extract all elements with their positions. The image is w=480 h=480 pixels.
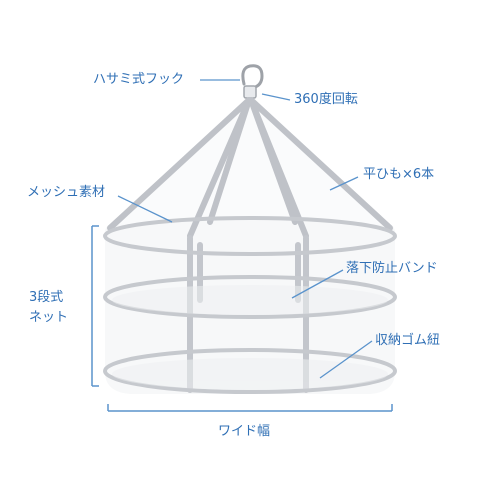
- hanger-hook-icon: [241, 64, 264, 99]
- label-tiers-line2: ネット: [29, 310, 69, 325]
- label-fall-band: 落下防止バンド: [346, 261, 438, 276]
- label-width: ワイド幅: [218, 424, 271, 439]
- label-hook: ハサミ式フック: [93, 72, 185, 87]
- rim-bottom: [103, 348, 397, 394]
- tier-bracket: [91, 225, 99, 387]
- label-tiers-line1: 3段式: [29, 290, 64, 305]
- tier-shading: [112, 285, 388, 390]
- label-mesh: メッシュ素材: [27, 185, 106, 200]
- label-swivel: 360度回転: [294, 92, 358, 107]
- leader-lines: [117, 79, 373, 379]
- cone-mesh: [108, 100, 392, 226]
- width-bracket: [107, 404, 393, 412]
- leader-mesh: [117, 195, 173, 223]
- tier-rims: [103, 216, 397, 394]
- rim-top: [103, 216, 397, 256]
- leader-cord: [319, 340, 373, 379]
- leader-straps: [329, 176, 359, 191]
- leader-band: [291, 269, 344, 299]
- label-straps: 平ひも×6本: [363, 167, 435, 182]
- straps: [107, 97, 393, 239]
- label-storage-cord: 収納ゴム紐: [375, 333, 441, 348]
- leader-swivel: [261, 93, 291, 101]
- rim-middle: [103, 275, 397, 319]
